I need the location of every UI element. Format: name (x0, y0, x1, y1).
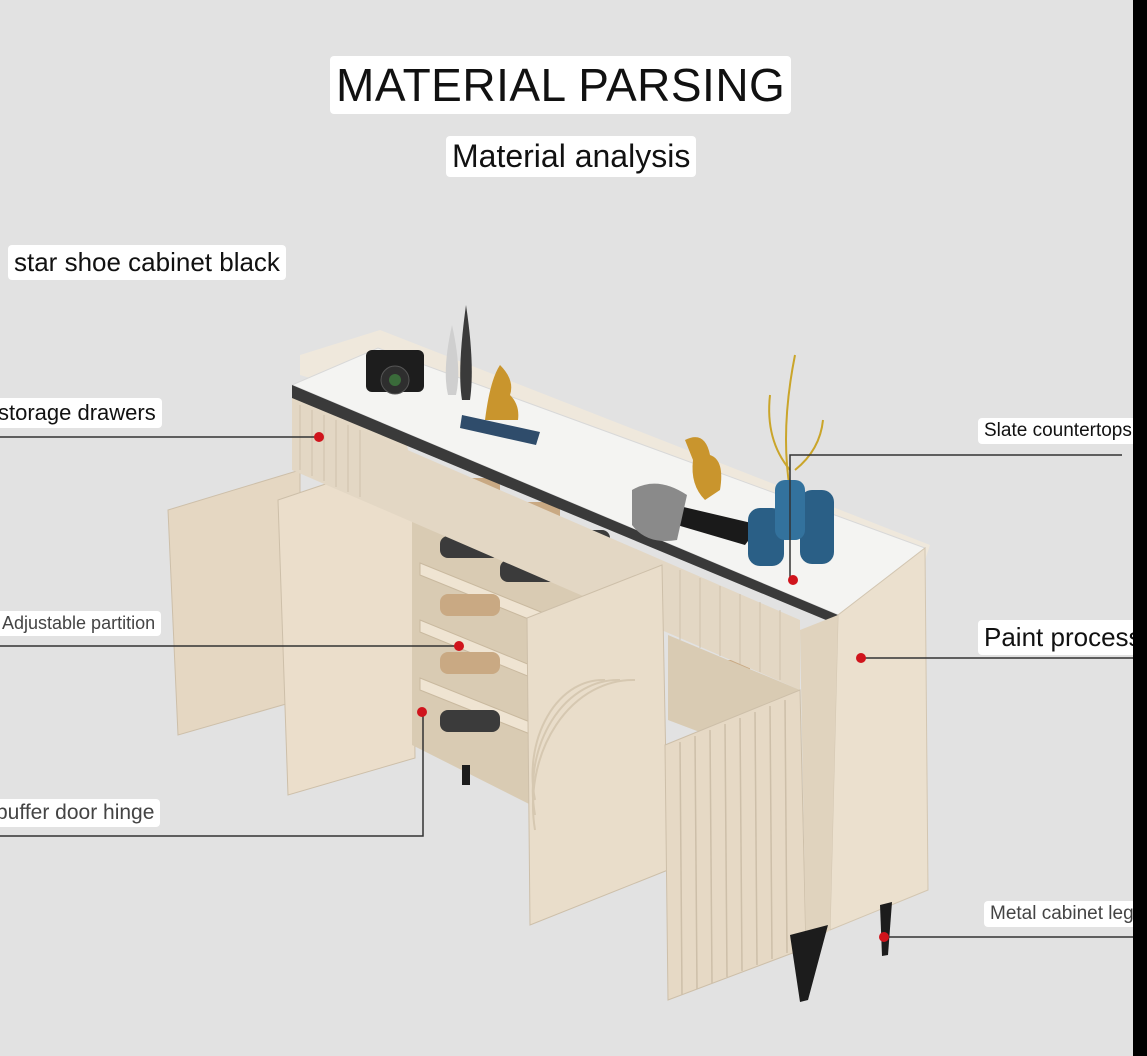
cabinet-right-side (829, 546, 929, 931)
callout-storage-drawers: storage drawers (0, 398, 162, 428)
cabinet-door-center (526, 564, 669, 926)
callout-markers (314, 432, 889, 942)
decor-camera (366, 350, 424, 395)
door-fluting (679, 699, 788, 996)
callout-adjustable-partition: Adjustable partition (0, 611, 162, 636)
callout-paint-process: Paint process (978, 620, 1147, 655)
page-subtitle: Material analysis (446, 136, 697, 177)
right-edge-bar (1133, 0, 1147, 1056)
callout-buffer-door-hinge: buffer door hinge (0, 799, 161, 827)
decor-gold-deer (685, 437, 722, 500)
decor-tall-vases (445, 305, 472, 400)
page-title: MATERIAL PARSING (330, 56, 792, 114)
marker-slate-countertops (788, 575, 798, 585)
decor-plant (768, 354, 824, 491)
door-arc-pattern (531, 678, 636, 831)
marker-storage-drawers (314, 432, 324, 442)
marker-metal-legs (879, 932, 889, 942)
marker-paint-process (856, 653, 866, 663)
decor-towel (632, 483, 687, 541)
decor-sink (660, 505, 760, 545)
marker-adjustable-partition (454, 641, 464, 651)
countertop-edge (292, 385, 838, 625)
callout-metal-cabinet-legs: Metal cabinet legs (984, 901, 1147, 927)
callout-slate-countertops: Slate countertops (978, 418, 1138, 444)
drawer-fluting (299, 405, 781, 680)
leader-lines (0, 436, 1133, 938)
metal-leg-right (880, 902, 892, 956)
marker-door-hinge (417, 707, 427, 717)
product-name: star shoe cabinet black (8, 245, 286, 280)
decor-gold-horse (460, 365, 540, 445)
metal-leg-back (462, 765, 470, 785)
cabinet-right-front (800, 615, 838, 948)
cabinet-drawer-front (292, 400, 800, 690)
metal-leg-front (790, 925, 828, 1002)
